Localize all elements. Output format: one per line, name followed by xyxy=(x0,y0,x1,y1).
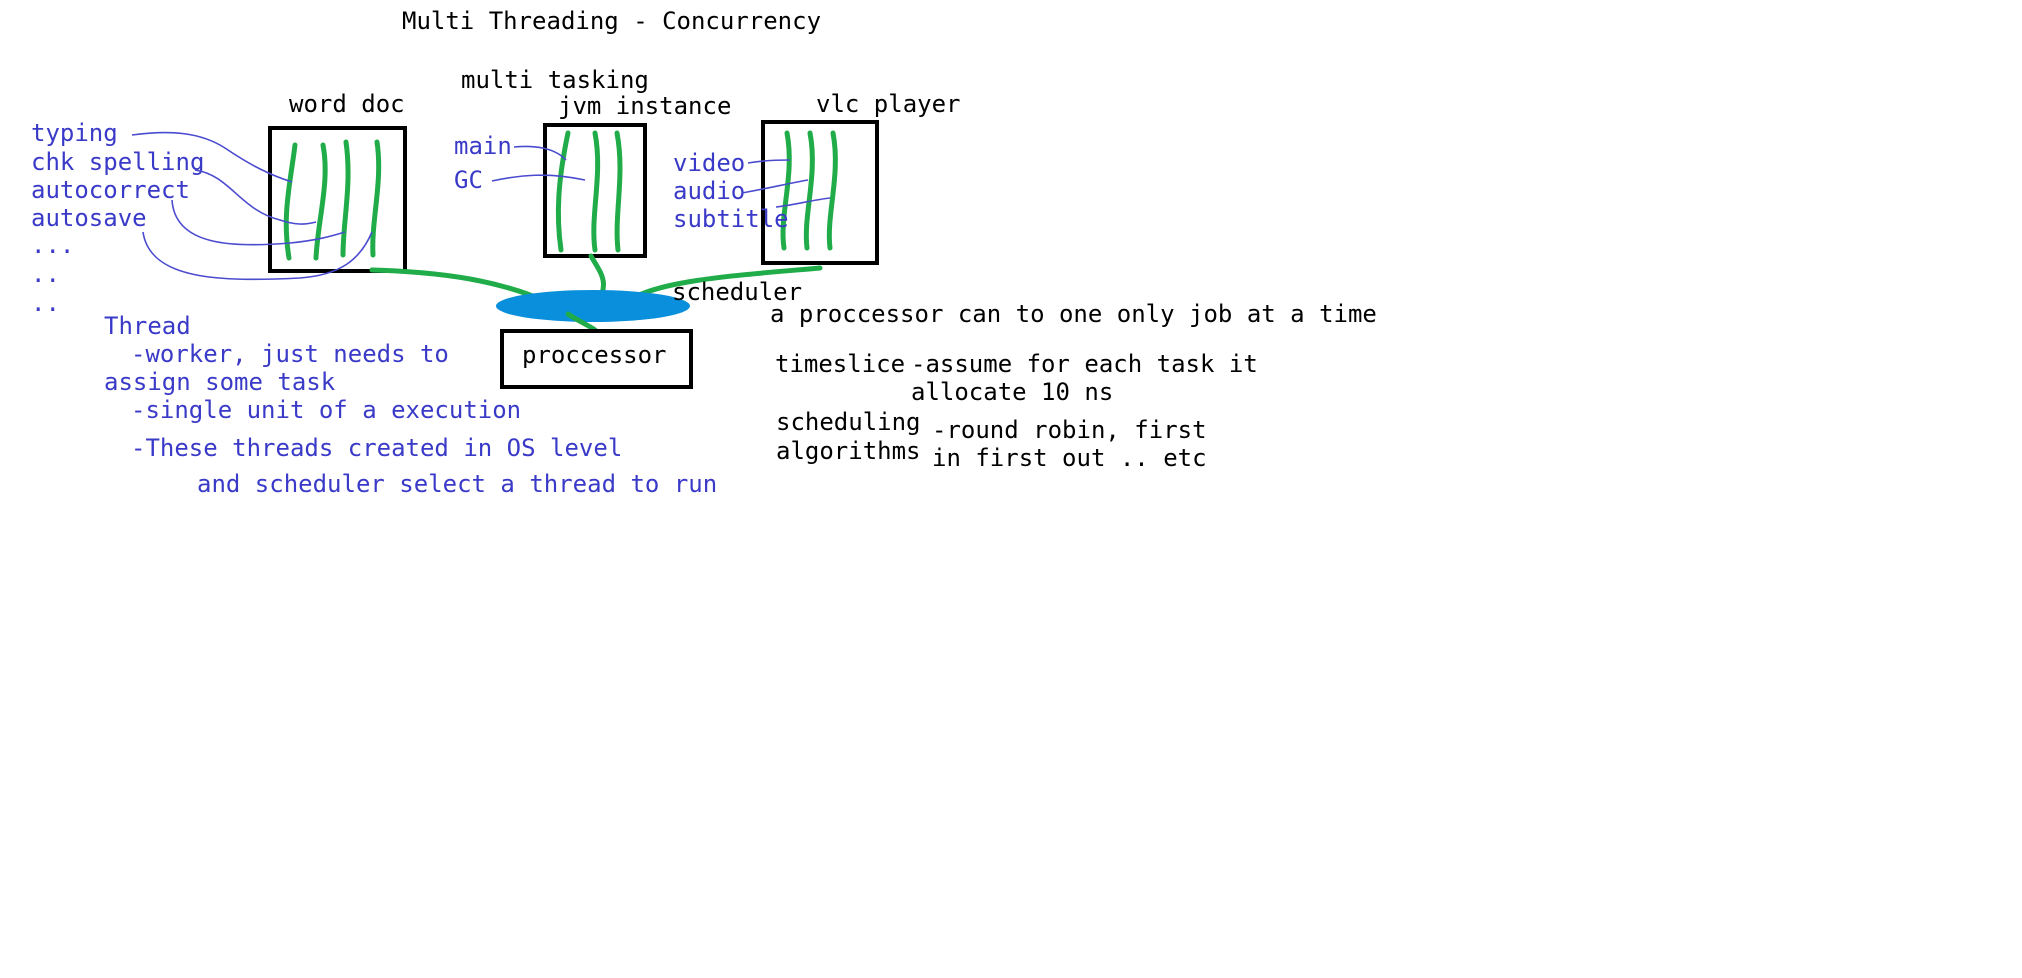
scheduling-term-line-2: algorithms xyxy=(776,437,921,465)
link-scheduler-to-processor xyxy=(565,311,598,333)
jvm-thread-1 xyxy=(555,130,571,253)
thread-label-ellipsis-1: ... xyxy=(31,231,74,259)
scheduling-algorithms-note: scheduling algorithms -round robin, firs… xyxy=(776,408,1207,472)
thread-label-audio: audio xyxy=(673,177,745,205)
thread-notes-line-4: -These threads created in OS level xyxy=(131,434,622,462)
vlc-thread-2 xyxy=(803,130,815,251)
pointer-audio xyxy=(741,179,809,194)
processor-label: proccessor xyxy=(522,341,667,369)
thread-notes-line-3: -single unit of a execution xyxy=(131,396,521,424)
thread-notes-line-2: assign some task xyxy=(104,368,336,396)
vlc-thread-3 xyxy=(826,130,838,251)
word-thread-4 xyxy=(370,139,382,258)
timeslice-term: timeslice xyxy=(775,350,905,378)
multitasking-label: multi tasking xyxy=(461,66,649,94)
pointer-main xyxy=(513,145,567,161)
timeslice-note: timeslice -assume for each task it alloc… xyxy=(775,350,1258,406)
vlc-threads xyxy=(780,130,838,251)
thread-label-subtitle: subtitle xyxy=(673,205,789,233)
scheduler-ellipse xyxy=(496,290,690,322)
thread-notes-line-5: and scheduler select a thread to run xyxy=(197,470,717,498)
pointer-typing xyxy=(131,131,293,183)
pointer-video xyxy=(747,159,791,164)
word-doc-thread-labels: typing chk spelling autocorrect autosave… xyxy=(31,119,204,317)
pointer-autocorrect xyxy=(171,199,346,246)
word-doc-pointers xyxy=(131,131,373,281)
thread-label-ellipsis-3: .. xyxy=(31,289,60,317)
pointer-gc xyxy=(491,174,586,182)
thread-label-chk-spelling: chk spelling xyxy=(31,148,204,176)
pointer-chk-spelling xyxy=(194,169,317,225)
timeslice-line-2: allocate 10 ns xyxy=(911,378,1113,406)
processor-box xyxy=(500,329,693,389)
word-doc-label: word doc xyxy=(289,90,405,118)
scheduling-line-2: in first out .. etc xyxy=(932,444,1207,472)
pointer-autosave xyxy=(142,231,373,281)
thread-label-autocorrect: autocorrect xyxy=(31,176,190,204)
thread-notes-heading: Thread xyxy=(104,312,191,340)
vlc-player-label: vlc player xyxy=(816,90,961,118)
timeslice-line-1: -assume for each task it xyxy=(911,350,1258,378)
thread-label-typing: typing xyxy=(31,119,118,147)
jvm-instance-box xyxy=(543,123,647,258)
scheduling-term-line-1: scheduling xyxy=(776,408,921,436)
processor-note: a proccessor can to one only job at a ti… xyxy=(770,300,1377,328)
word-thread-3 xyxy=(340,139,351,258)
thread-label-gc: GC xyxy=(454,166,483,194)
scheduling-line-1: -round robin, first xyxy=(932,416,1207,444)
scheduler-label: scheduler xyxy=(672,278,802,306)
vlc-player-box xyxy=(761,120,879,265)
jvm-threads xyxy=(555,130,623,253)
word-thread-1 xyxy=(283,142,298,261)
jvm-thread-2 xyxy=(591,130,601,253)
pointer-subtitle xyxy=(775,197,831,208)
thread-label-ellipsis-2: .. xyxy=(31,260,60,288)
diagram-title: Multi Threading - Concurrency xyxy=(402,7,821,35)
thread-label-main: main xyxy=(454,132,512,160)
thread-label-video: video xyxy=(673,149,745,177)
word-doc-box xyxy=(268,126,407,273)
word-doc-threads xyxy=(283,139,382,261)
word-thread-2 xyxy=(313,142,328,261)
thread-label-autosave: autosave xyxy=(31,204,147,232)
vlc-thread-1 xyxy=(780,130,792,251)
thread-notes-line-1: -worker, just needs to xyxy=(131,340,449,368)
jvm-instance-label: jvm instance xyxy=(558,92,731,120)
jvm-thread-3 xyxy=(614,130,623,253)
thread-notes: Thread -worker, just needs to assign som… xyxy=(104,312,717,498)
